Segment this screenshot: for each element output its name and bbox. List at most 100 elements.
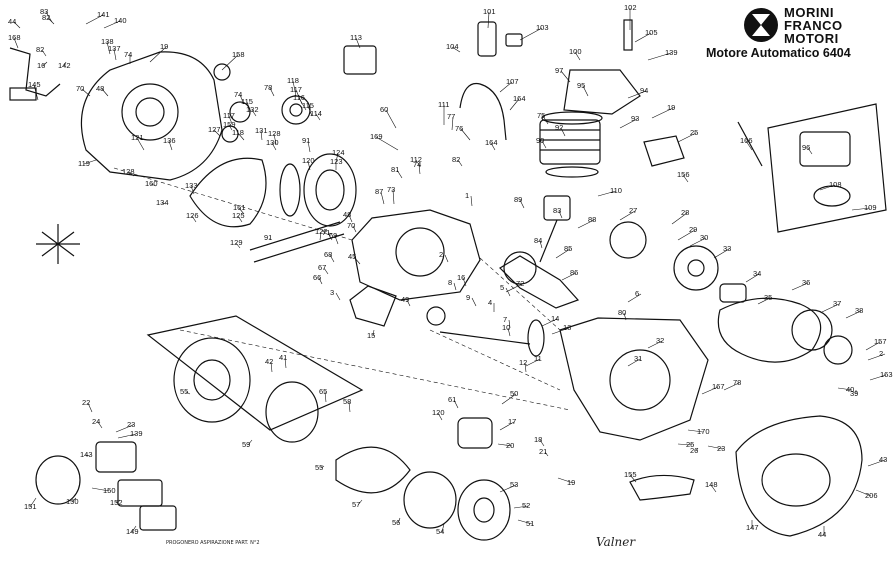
intake-hose xyxy=(459,82,507,141)
callout-label: 150 xyxy=(103,486,116,495)
leader-line xyxy=(320,465,325,469)
callout-label: 12 xyxy=(519,358,527,367)
carb-cap xyxy=(505,33,523,47)
leader-line xyxy=(519,199,525,209)
driven-pulley xyxy=(791,309,833,351)
callout-label: 158 xyxy=(232,50,245,59)
gear-158 xyxy=(213,63,231,81)
callout-label: 91 xyxy=(264,233,272,242)
callout-label: 151 xyxy=(24,502,37,511)
leader-line xyxy=(131,525,137,533)
leader-line xyxy=(273,133,277,145)
callout-label: 152 xyxy=(110,498,123,507)
leader-line xyxy=(682,174,689,183)
leader-line xyxy=(525,358,541,367)
callout-label: 150 xyxy=(66,497,79,506)
callout-label: 133 xyxy=(185,181,198,190)
leader-line xyxy=(634,32,652,43)
clutch-plate xyxy=(265,381,319,443)
leader-line xyxy=(45,11,53,23)
callout-label: 126 xyxy=(186,211,199,220)
callout-label: 88 xyxy=(588,215,596,224)
callout-label: 83 xyxy=(40,7,48,16)
leader-line xyxy=(745,140,753,151)
callout-label: 138 xyxy=(101,37,114,46)
leader-line xyxy=(671,212,688,225)
leader-line xyxy=(577,219,595,229)
callout-label: 60 xyxy=(380,105,388,114)
leader-line xyxy=(745,273,760,283)
callout-label: 44 xyxy=(8,17,16,26)
callout-label: 2 xyxy=(439,250,443,259)
leader-line xyxy=(695,447,699,452)
leader-line xyxy=(190,185,195,195)
callout-label: 48 xyxy=(96,84,104,93)
leader-line xyxy=(855,489,872,497)
leader-line xyxy=(397,517,401,524)
leader-line xyxy=(821,303,840,313)
callout-label: 30 xyxy=(700,233,708,242)
leader-line xyxy=(647,52,672,61)
brand-logo: MORINI FRANCO MOTORI xyxy=(744,6,884,52)
leader-line xyxy=(348,214,353,223)
callout-label: 73 xyxy=(387,185,395,194)
leader-line xyxy=(228,115,233,125)
callout-label: 48 xyxy=(343,210,351,219)
flywheel-hub xyxy=(315,169,345,211)
leader-line xyxy=(81,88,91,97)
brand-line-1: MORINI xyxy=(784,5,834,20)
callout-label: 8 xyxy=(448,278,452,287)
leader-line xyxy=(558,210,563,219)
callout-label: 1 xyxy=(465,191,469,200)
leader-line xyxy=(539,439,545,447)
callout-label: 80 xyxy=(618,308,626,317)
callout-label: 56 xyxy=(392,518,400,527)
callout-label: 105 xyxy=(645,28,658,37)
callout-label: 206 xyxy=(865,491,878,500)
leader-line xyxy=(807,147,813,155)
leader-line xyxy=(597,190,617,197)
ignition-coil xyxy=(343,45,377,75)
callout-label: 131 xyxy=(255,126,268,135)
leader-line xyxy=(490,142,496,151)
leader-line xyxy=(487,11,490,29)
leader-line xyxy=(396,169,403,179)
kickstart-lever xyxy=(9,47,61,97)
brand-name: MORINI FRANCO MOTORI xyxy=(784,6,843,45)
callout-label: 14 xyxy=(551,314,559,323)
callout-label: 3 xyxy=(330,288,334,297)
leader-line xyxy=(677,443,693,446)
leader-line xyxy=(837,387,853,391)
leader-line xyxy=(505,283,523,293)
callout-label: 38 xyxy=(855,306,863,315)
leader-line xyxy=(437,412,443,421)
callout-label: 86 xyxy=(570,268,578,277)
leader-line xyxy=(415,159,421,167)
callout-label: 42 xyxy=(265,357,273,366)
callout-label: 2 xyxy=(879,349,883,358)
callout-label: 75 xyxy=(537,111,545,120)
leader-line xyxy=(41,49,47,57)
callout-label: 117 xyxy=(290,85,302,94)
leader-line xyxy=(29,497,37,508)
leader-line xyxy=(307,140,311,153)
leader-line xyxy=(335,292,341,301)
intake-manifold xyxy=(139,505,177,531)
leader-line xyxy=(319,231,322,241)
starter-motor xyxy=(457,417,493,449)
cylinder-barrel xyxy=(539,119,601,165)
leader-line xyxy=(372,329,375,337)
callout-label: 59 xyxy=(242,440,250,449)
piston-kit xyxy=(813,185,851,207)
callout-label: 82 xyxy=(42,13,50,22)
leader-line xyxy=(85,454,91,457)
leader-line xyxy=(353,256,361,265)
callout-label: 97 xyxy=(555,66,563,75)
main-crankcase xyxy=(351,209,481,301)
callout-label: 32 xyxy=(656,336,664,345)
callout-label: 110 xyxy=(610,186,622,195)
leader-line xyxy=(33,84,39,101)
leader-line xyxy=(471,297,477,307)
leader-line xyxy=(497,443,513,447)
callout-label: 156 xyxy=(677,170,690,179)
